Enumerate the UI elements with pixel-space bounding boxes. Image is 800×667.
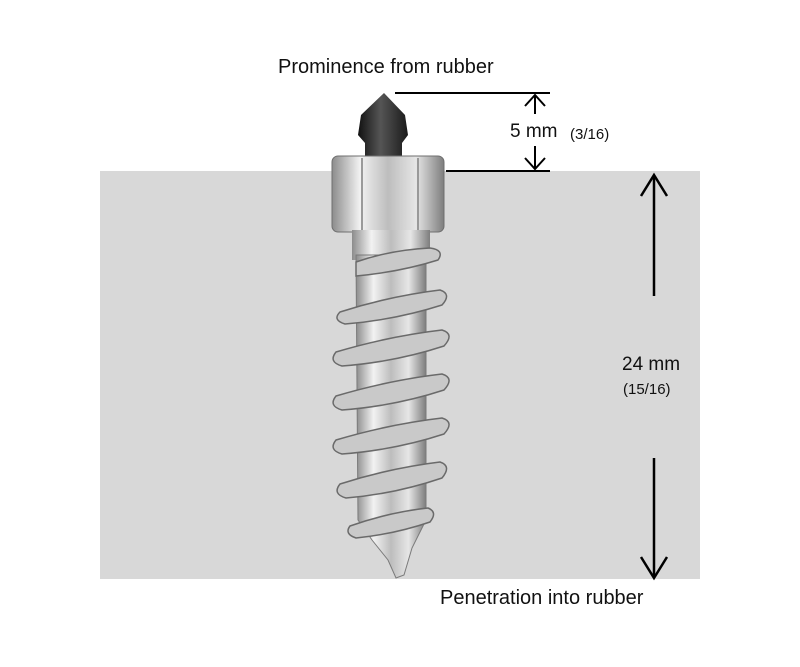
prominence-inch-label: (3/16) xyxy=(570,126,610,143)
prominence-up-arrow xyxy=(524,93,546,107)
screw-threads xyxy=(332,247,450,539)
penetration-dimension xyxy=(639,172,669,581)
penetration-down-arrow xyxy=(639,556,669,581)
prominence-down-arrow xyxy=(524,157,546,171)
prominence-dimension xyxy=(395,92,550,172)
stud-screw xyxy=(331,93,450,579)
penetration-up-arrow xyxy=(639,172,669,197)
penetration-mm-label: 24 mm xyxy=(622,354,681,375)
prominence-mm-label: 5 mm xyxy=(510,121,558,142)
penetration-title: Penetration into rubber xyxy=(440,587,644,609)
prominence-title: Prominence from rubber xyxy=(278,56,494,78)
penetration-inch-label: (15/16) xyxy=(623,381,671,398)
hex-head xyxy=(331,155,445,233)
carbide-tip xyxy=(358,93,408,158)
